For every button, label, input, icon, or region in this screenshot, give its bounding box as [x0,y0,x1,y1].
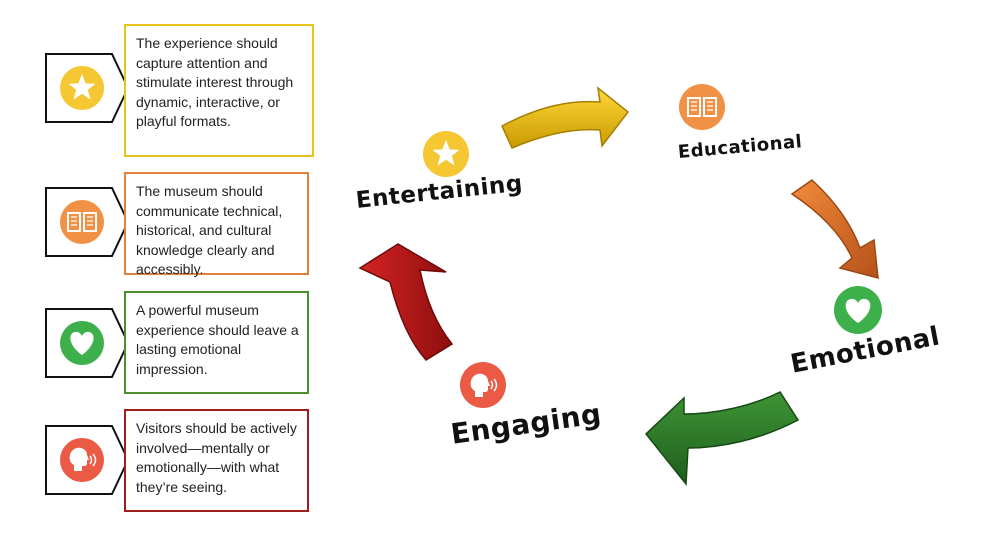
arrow-entertaining-to-educational [501,86,630,149]
cycle-heart-icon [834,286,882,334]
heart-pentagon [45,308,130,378]
heart-icon [70,331,94,355]
arrow-engaging-to-entertaining [358,243,454,361]
educational-description: The museum should communicate technical,… [124,172,309,277]
book-icon [67,212,97,232]
arrow-educational-to-emotional [790,179,879,280]
book-icon [687,97,717,117]
cycle-book-icon [679,84,725,130]
heart-icon [845,298,871,323]
star-pentagon [45,53,130,123]
speaking-head-icon [470,373,498,397]
cycle-arrows [358,86,879,487]
book-pentagon [45,187,130,257]
emotional-description: A powerful museum experience should leav… [124,291,309,394]
arrow-emotional-to-engaging [644,391,800,487]
entertaining-description: The experience should capture attention … [124,24,314,157]
cycle-star-icon [423,131,469,177]
speaking-pentagon [45,425,130,495]
speaking-head-icon [69,447,97,471]
star-icon [432,140,460,166]
engaging-description: Visitors should be actively involved—men… [124,409,309,512]
cycle-speaking-icon [460,362,506,408]
star-icon [68,74,96,100]
